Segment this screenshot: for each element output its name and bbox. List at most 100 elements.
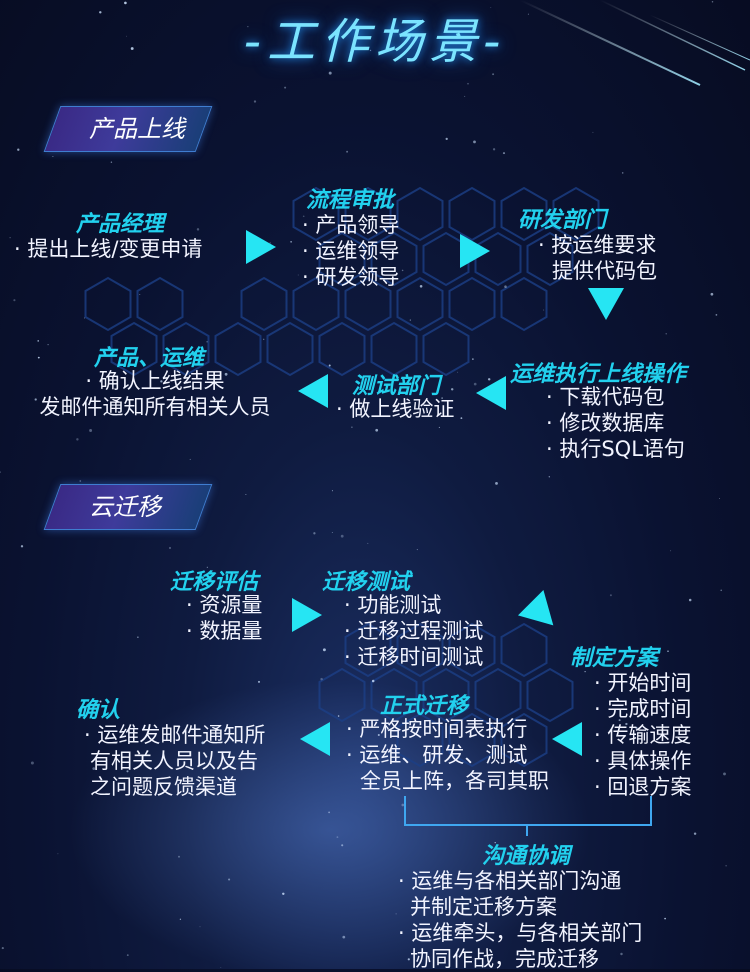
hexagon-shape <box>500 712 548 768</box>
star-dot <box>341 844 344 847</box>
star-dot <box>328 811 330 814</box>
star-dot <box>201 741 205 745</box>
star-dot <box>441 397 443 399</box>
node-title-rnd: 研发部门 <box>518 208 607 233</box>
hexagon-shape <box>448 186 496 242</box>
star-dot <box>37 340 39 342</box>
star-dot <box>664 917 666 920</box>
star-dot <box>328 71 332 75</box>
node-line: · 迁移过程测试 <box>344 619 484 643</box>
hexagon-shape <box>500 186 548 242</box>
node-line: · 提出上线/变更申请 <box>14 237 203 261</box>
hexagon-shape <box>422 667 470 723</box>
star-dot <box>693 832 697 835</box>
node-line: · 做上线验证 <box>336 397 455 421</box>
star-dot <box>609 594 612 597</box>
hexagon-shape <box>162 321 210 377</box>
star-dot <box>290 241 292 243</box>
hexagon-shape <box>266 321 314 377</box>
star-dot <box>620 952 623 956</box>
star-dot <box>99 11 102 14</box>
star-dot <box>57 853 59 855</box>
section-label-launch: 产品上线 <box>89 115 185 143</box>
star-dot <box>94 704 97 708</box>
hexagon-shape <box>344 186 392 242</box>
node-line: · 具体操作 <box>594 749 692 773</box>
hexagon-shape <box>396 622 444 678</box>
star-dot <box>126 954 129 956</box>
arrow-right-icon <box>292 598 322 632</box>
node-title-migration-test: 迁移测试 <box>322 570 411 595</box>
star-dot <box>9 237 11 239</box>
star-dot <box>445 137 448 141</box>
node-line: · 运维领导 <box>302 239 400 263</box>
hexagon-shape <box>396 712 444 768</box>
star-dot <box>52 156 54 157</box>
star-dot <box>110 161 113 163</box>
star-dot <box>322 648 326 652</box>
node-line: · 完成时间 <box>594 697 692 721</box>
star-dot <box>168 546 172 550</box>
node-line: · 运维与各相关部门沟通 <box>398 869 622 893</box>
star-dot <box>621 172 624 174</box>
star-dot <box>719 498 721 499</box>
node-line: · 资源量 <box>186 593 263 617</box>
node-line: 并制定迁移方案 <box>410 895 557 919</box>
node-text-product-manager: · 提出上线/变更申请 <box>14 236 202 262</box>
node-title-product-manager: 产品经理 <box>76 212 165 237</box>
star-dot <box>670 550 672 552</box>
section-badge-migration: 云迁移 <box>43 484 213 530</box>
node-line: · 研发领导 <box>302 265 400 289</box>
star-dot <box>367 542 369 544</box>
hexagon-shape <box>448 712 496 768</box>
star-dot <box>257 680 261 683</box>
star-dot <box>504 285 507 288</box>
star-dot <box>247 26 249 28</box>
star-dot <box>206 566 208 568</box>
star-dot <box>126 35 127 37</box>
star-dot <box>377 733 380 737</box>
node-text-communication: · 运维与各相关部门沟通 并制定迁移方案 · 运维牵头，与各相关部门 协同作战，… <box>398 868 642 972</box>
node-text-approval: · 产品领导 · 运维领导 · 研发领导 <box>302 212 399 290</box>
hexagon-shape <box>370 667 418 723</box>
node-text-plan: · 开始时间 · 完成时间 · 传输速度 · 具体操作 · 回退方案 <box>594 670 691 800</box>
star-dot <box>258 610 260 612</box>
star-dot <box>20 545 24 548</box>
arrow-right-icon <box>460 234 490 268</box>
hexagon-shape <box>526 667 574 723</box>
bracket-tick <box>526 826 528 836</box>
star-dot <box>438 639 441 642</box>
star-dot <box>302 215 305 218</box>
hexagon-shape <box>110 321 158 377</box>
node-text-test: · 做上线验证 <box>336 396 454 422</box>
star-dot <box>492 73 495 76</box>
star-dot <box>710 292 714 296</box>
bracket-left <box>404 796 406 826</box>
star-dot <box>347 242 350 245</box>
star-dot <box>472 358 474 360</box>
hexagon-shape <box>422 321 470 377</box>
hexagon-shape <box>84 276 132 332</box>
star-dot <box>725 865 727 867</box>
star-dot <box>101 216 103 218</box>
section-badge-launch: 产品上线 <box>43 106 213 152</box>
hexagon-shape <box>370 231 418 287</box>
star-dot <box>467 82 469 85</box>
star-dot <box>415 22 417 25</box>
star-dot <box>537 618 539 621</box>
star-dot <box>224 372 228 376</box>
star-dot <box>629 923 632 926</box>
node-line: · 确认上线结果 <box>85 369 225 393</box>
star-dot <box>89 429 93 432</box>
hexagon-shape <box>318 667 366 723</box>
node-line: · 迁移时间测试 <box>344 645 484 669</box>
star-dot <box>328 364 331 367</box>
node-title-formal-migration: 正式迁移 <box>380 694 469 719</box>
star-dot <box>473 140 476 144</box>
star-dot <box>667 650 669 652</box>
arrow-left-icon <box>476 376 506 410</box>
hexagon-shape <box>344 622 392 678</box>
star-dot <box>76 438 79 441</box>
star-dot <box>369 49 372 52</box>
node-line: 全员上阵，各司其职 <box>360 769 549 793</box>
